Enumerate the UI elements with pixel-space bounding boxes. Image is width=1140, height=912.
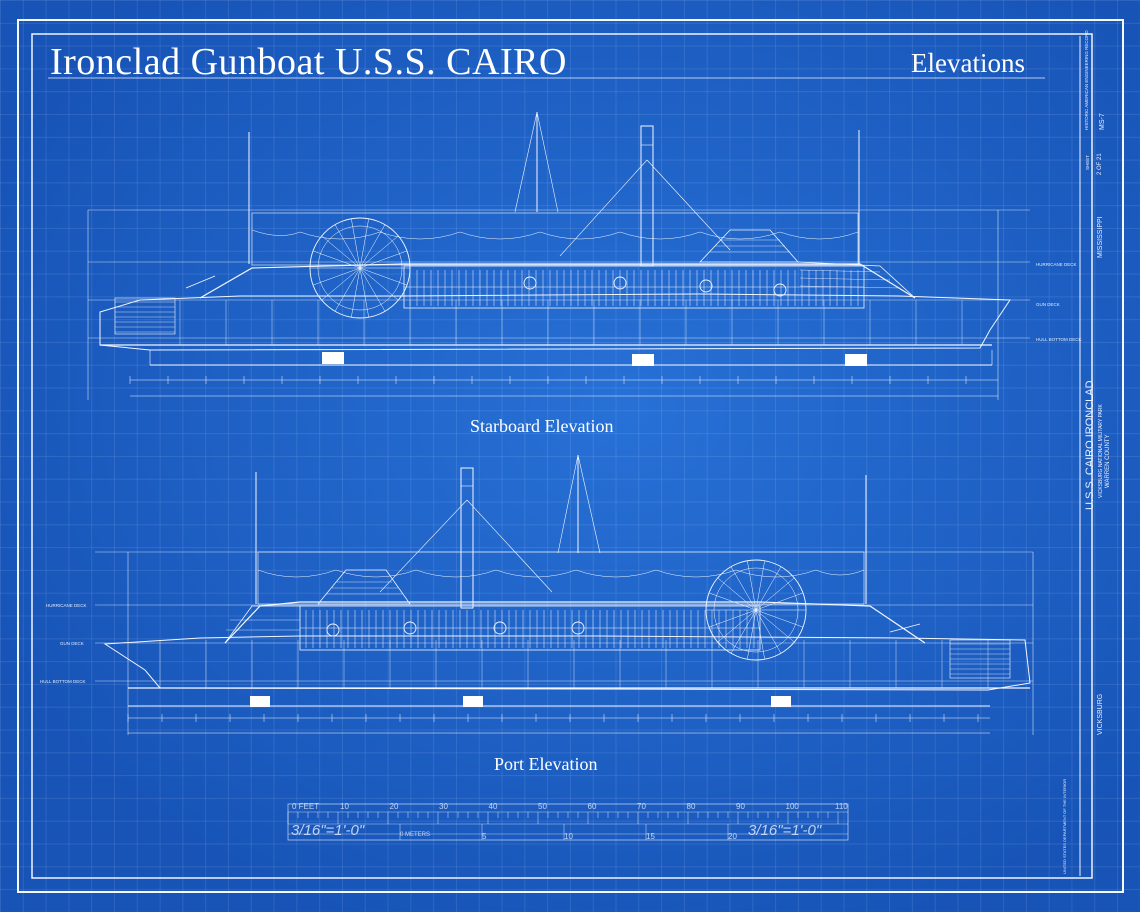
scale-ratio-left: 3/16"=1'-0" — [291, 822, 365, 839]
scale-meter-tick-label: 5 — [482, 832, 487, 841]
sheet-subtitle: Elevations — [911, 48, 1025, 78]
scale-bar — [287, 803, 849, 841]
scale-meters-label: 0 METERS — [400, 832, 431, 838]
inner-border — [31, 33, 1093, 879]
scale-feet-tick-label: 50 — [538, 802, 547, 811]
title-block-record-no: MS-7 — [1099, 113, 1106, 130]
scale-meter-tick-label: 10 — [564, 832, 573, 841]
scale-meter-tick-label: 20 — [728, 832, 737, 841]
scale-meter-tick-label: 15 — [646, 832, 655, 841]
scale-feet-tick-label: 80 — [686, 802, 696, 811]
scale-feet-tick-label: 60 — [587, 802, 597, 811]
title-block-location: VICKSBURG NATIONAL MILITARY PARK — [1098, 404, 1104, 498]
scale-feet-tick-label: 100 — [785, 802, 799, 811]
scale-ratio-right: 3/16"=1'-0" — [748, 822, 822, 839]
title-block-agency: HISTORIC AMERICAN ENGINEERING RECORD — [1084, 30, 1089, 130]
port-deck-label-hull-bottom: HULL BOTTOM DECK — [40, 679, 86, 684]
scale-feet-tick-label: 40 — [488, 802, 498, 811]
scale-feet-tick-label: 30 — [439, 802, 448, 811]
starboard-elevation-caption: Starboard Elevation — [470, 416, 614, 436]
port-elevation-caption: Port Elevation — [494, 754, 598, 774]
title-block-state: MISSISSIPPI — [1097, 216, 1104, 258]
scale-feet-label: 0 FEET — [292, 802, 320, 811]
scale-feet-tick-label: 110 — [835, 802, 848, 811]
scale-feet-tick-label: 70 — [637, 802, 646, 811]
starboard-deck-label-gun: GUN DECK — [1036, 302, 1060, 307]
title-block-sheet-label: SHEET — [1085, 154, 1090, 170]
starboard-deck-label-hull-bottom: HULL BOTTOM DECK — [1036, 337, 1082, 342]
starboard-elevation — [87, 111, 1030, 400]
starboard-deck-label-hurricane: HURRICANE DECK — [1036, 262, 1077, 267]
outer-border — [17, 19, 1124, 893]
scale-feet-tick-label: 90 — [736, 802, 745, 811]
title-block-department: UNITED STATES DEPARTMENT OF THE INTERIOR — [1062, 778, 1067, 874]
title-block-sheet-no: 2 OF 21 — [1097, 153, 1103, 175]
port-elevation — [95, 454, 1034, 735]
scale-feet-tick-label: 10 — [340, 802, 349, 811]
port-deck-label-hurricane: HURRICANE DECK — [46, 603, 87, 608]
sheet-title: Ironclad Gunboat U.S.S. CAIRO — [50, 41, 567, 83]
title-block-county: WARREN COUNTY — [1105, 434, 1111, 488]
port-deck-label-gun: GUN DECK — [60, 641, 84, 646]
title-block-vessel: U.S.S. CAIRO IRONCLAD — [1084, 380, 1096, 510]
title-block-city: VICKSBURG — [1097, 693, 1104, 735]
scale-feet-tick-label: 20 — [389, 802, 399, 811]
